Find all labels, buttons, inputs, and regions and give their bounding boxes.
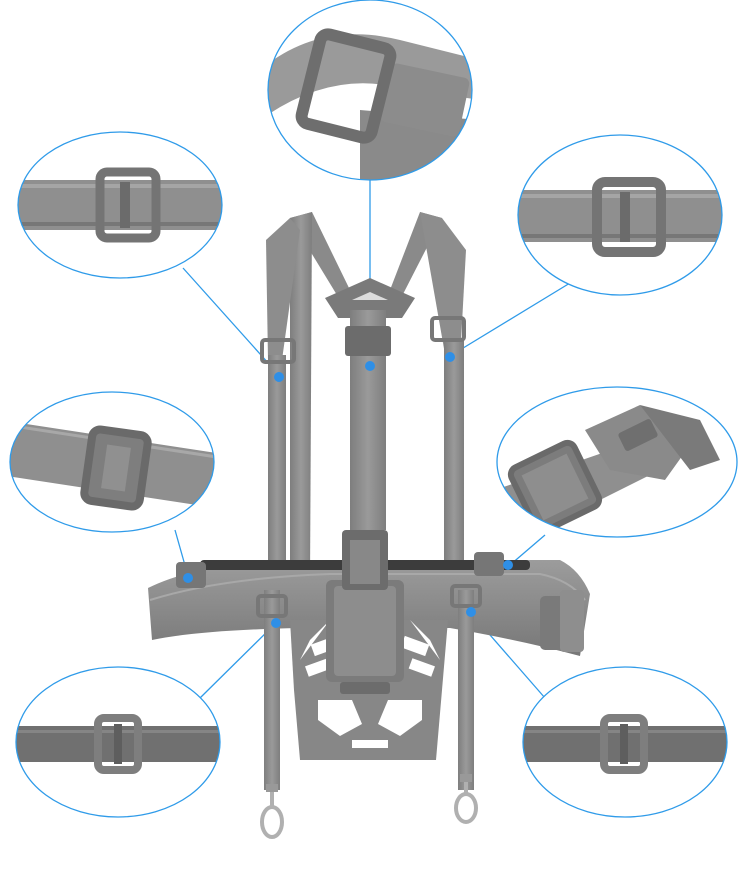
detail-middle-right bbox=[496, 386, 738, 538]
detail-lower-left bbox=[15, 666, 221, 818]
detail-lower-right bbox=[522, 666, 728, 818]
detail-upper-right bbox=[517, 134, 723, 296]
detail-middle-left bbox=[9, 391, 215, 533]
detail-top-center bbox=[267, 0, 473, 181]
harness bbox=[148, 212, 590, 839]
detail-upper-left bbox=[17, 131, 223, 279]
callout-markers bbox=[183, 352, 513, 628]
